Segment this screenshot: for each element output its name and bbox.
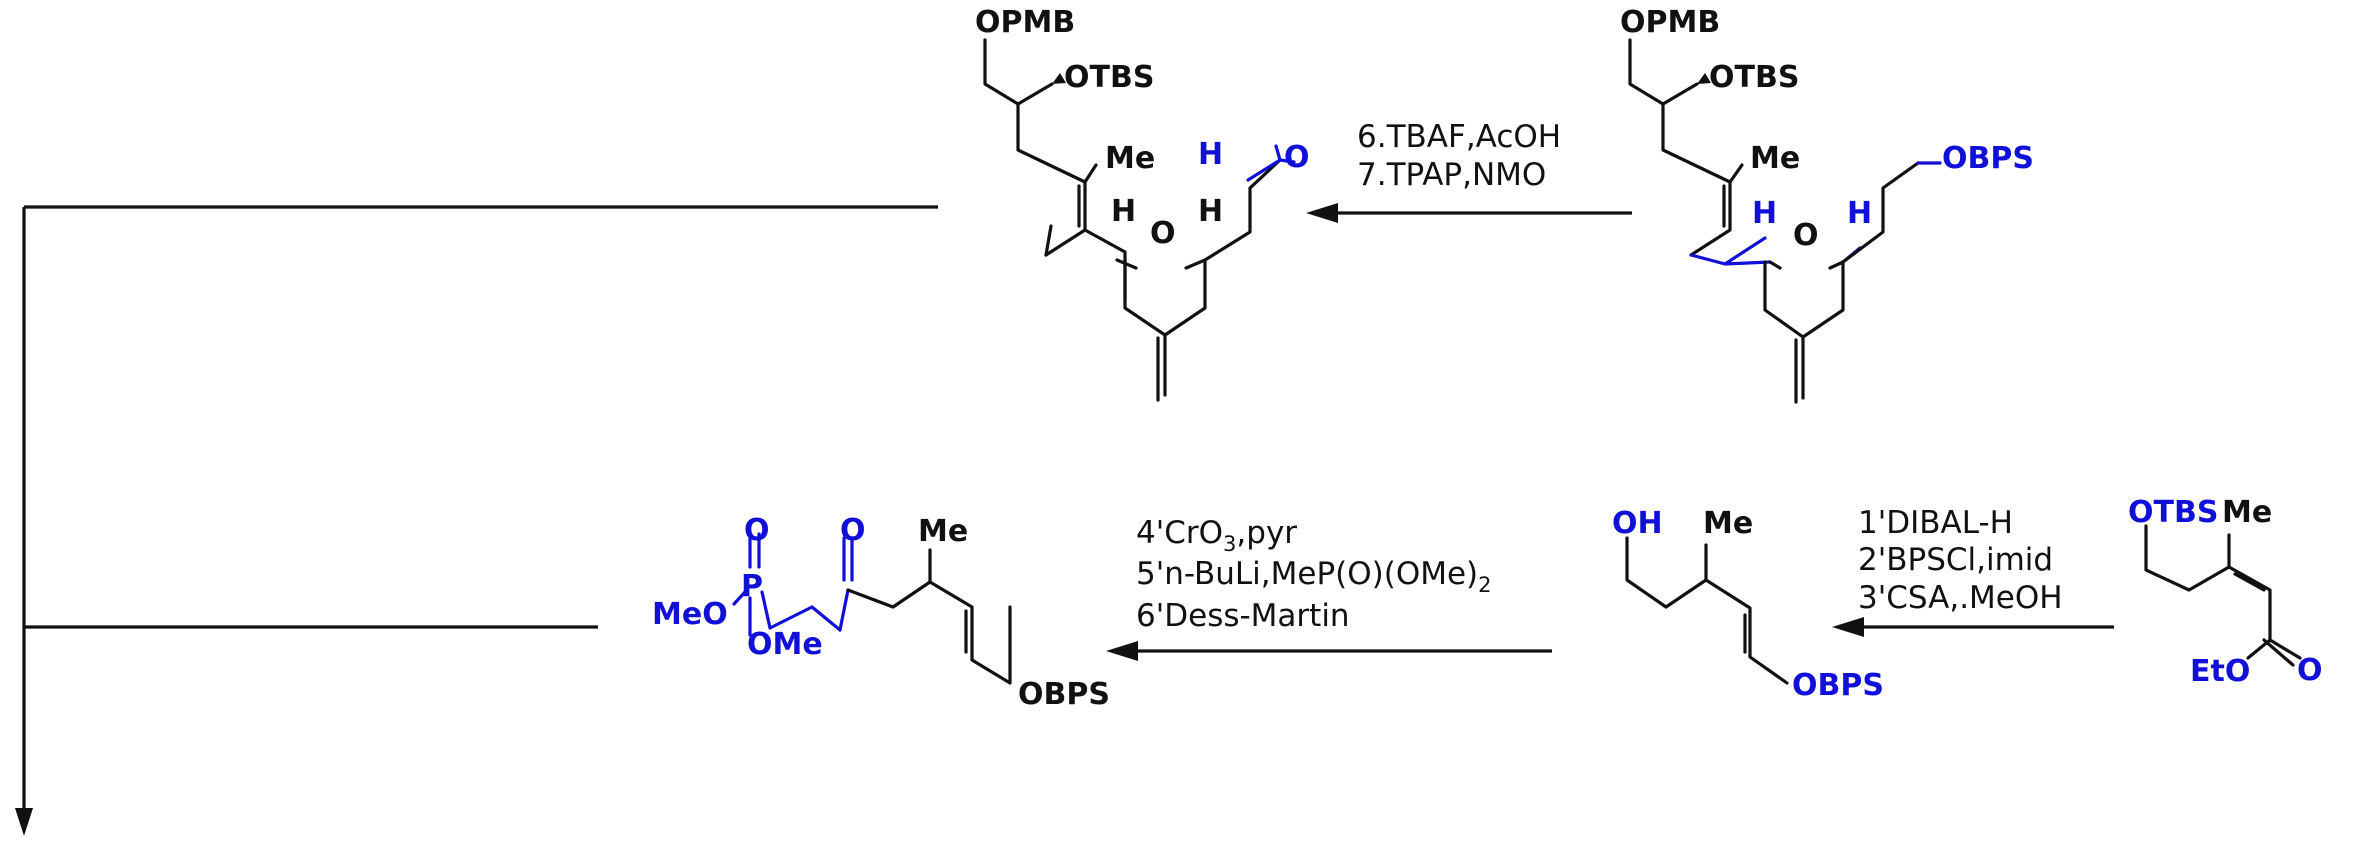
aldehyde-bond-cho xyxy=(1246,144,1296,182)
aldehyde-bond-ring xyxy=(1115,258,1207,402)
pyran-bond-chain2 xyxy=(1661,102,1744,257)
arrow-midright-head xyxy=(1832,617,1864,637)
pyran-bond-highlight-left xyxy=(1689,236,1772,266)
pyran-hash-wedge xyxy=(1697,73,1711,84)
aldehyde-ring-o-label: O xyxy=(1150,216,1176,251)
pyran-opmb-label: OPMB xyxy=(1620,5,1720,40)
convergence-bracket xyxy=(15,205,938,836)
alcohol-me-label: Me xyxy=(1703,506,1753,541)
step-midright-line3: 3'CSA,.MeOH xyxy=(1858,580,2063,616)
aldehyde-bond-chain2 xyxy=(1016,102,1127,302)
phosphonate-bond-blue xyxy=(732,532,842,637)
phosphonate-ome-label: OMe xyxy=(747,627,823,662)
phosphonate-me-label: Me xyxy=(918,514,968,549)
aldehyde-bond-alkene xyxy=(1044,184,1081,257)
phosphonate-meo-label: MeO xyxy=(652,597,728,632)
step-midright-line1: 1'DIBAL-H xyxy=(1858,505,2013,541)
aldehyde-cho-o-label: O xyxy=(1284,140,1310,175)
phosphonate-obps-label: OBPS xyxy=(1018,677,1110,712)
step-midleft-line3: 6'Dess-Martin xyxy=(1136,598,1350,634)
phosphonate-p-o-label: O xyxy=(744,513,770,548)
aldehyde-h-right-label: H xyxy=(1198,194,1223,229)
molecule-silyl-pyran: OPMB OTBS Me H O H OBPS xyxy=(1620,5,2034,404)
pyran-bond-ring xyxy=(1763,260,1845,404)
phosphonate-bond-chain xyxy=(846,548,1012,685)
alcohol-obps-label: OBPS xyxy=(1792,668,1884,703)
molecule-aldehyde: OPMB OTBS Me H O H H O xyxy=(975,5,1310,402)
aldehyde-bond-sidechain xyxy=(1203,158,1282,262)
aldehyde-otbs-label: OTBS xyxy=(1064,60,1154,95)
aldehyde-h-left-label: H xyxy=(1111,194,1136,229)
phosphonate-ket-o-label: O xyxy=(840,513,866,548)
aldehyde-me-label: Me xyxy=(1105,141,1155,176)
ester-bond-o xyxy=(2246,638,2272,660)
ester-otbs-label: OTBS xyxy=(2128,495,2218,530)
ester-eto-label: EtO xyxy=(2190,654,2250,689)
step-top-line1: 6.TBAF,AcOH xyxy=(1357,119,1561,155)
aldehyde-hash-wedge xyxy=(1052,73,1066,84)
aldehyde-bond-chain1 xyxy=(983,38,1054,106)
molecule-ester: OTBS Me EtO O xyxy=(2128,495,2323,689)
ester-bond-chain xyxy=(2144,524,2302,667)
aldehyde-opmb-label: OPMB xyxy=(975,5,1075,40)
pyran-ring-o-label: O xyxy=(1793,218,1819,253)
alcohol-bond-chain xyxy=(1625,536,1789,685)
pyran-h-right-label: H xyxy=(1847,196,1872,231)
pyran-otbs-label: OTBS xyxy=(1709,60,1799,95)
pyran-h-left-label: H xyxy=(1752,196,1777,231)
pyran-me-label: Me xyxy=(1750,141,1800,176)
aldehyde-cho-h-label: H xyxy=(1198,137,1223,172)
reaction-arrow-mid-left: 4'CrO3,pyr 5'n-BuLi,MeP(O)(OMe)2 6'Dess-… xyxy=(1106,515,1552,661)
molecule-phosphonate: O O Me P MeO OMe OBPS xyxy=(652,513,1110,712)
pyran-bond-sidechain xyxy=(1841,161,1920,264)
step-top-line2: 7.TPAP,NMO xyxy=(1357,157,1546,193)
bracket-arrowhead xyxy=(15,808,33,836)
step-midleft-line2: 5'n-BuLi,MeP(O)(OMe)2 xyxy=(1136,556,1492,597)
arrow-top-head xyxy=(1306,203,1338,223)
step-midleft-line1: 4'CrO3,pyr xyxy=(1136,515,1297,556)
arrow-midleft-head xyxy=(1106,641,1138,661)
molecule-allylic-alcohol: OH Me OBPS xyxy=(1612,506,1884,703)
phosphonate-bond-ketone xyxy=(838,536,854,632)
pyran-obps-label: OBPS xyxy=(1942,141,2034,176)
pyran-bond-chain1 xyxy=(1628,38,1699,106)
reaction-arrow-top: 6.TBAF,AcOH 7.TPAP,NMO xyxy=(1306,119,1632,223)
reaction-arrow-mid-right: 1'DIBAL-H 2'BPSCl,imid 3'CSA,.MeOH xyxy=(1832,505,2114,637)
phosphonate-p-label: P xyxy=(741,569,763,604)
step-midright-line2: 2'BPSCl,imid xyxy=(1858,542,2053,578)
alcohol-oh-label: OH xyxy=(1612,506,1663,541)
ester-me-label: Me xyxy=(2222,495,2272,530)
ester-o-label: O xyxy=(2297,653,2323,688)
